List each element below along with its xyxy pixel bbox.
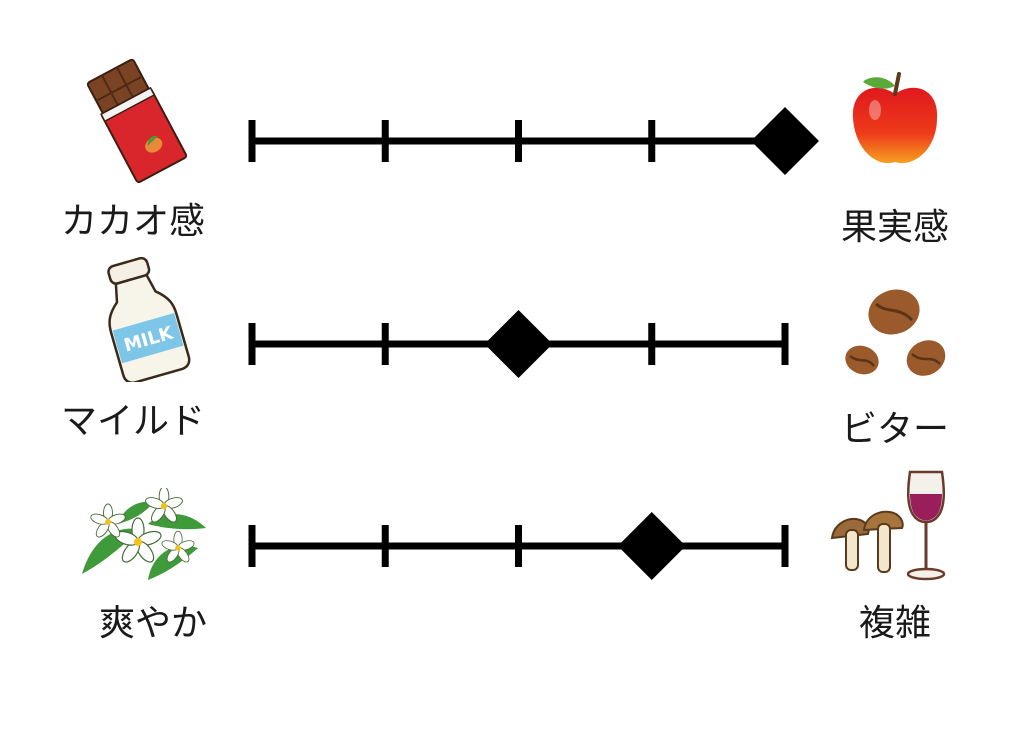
left-label-1: カカオ感 bbox=[60, 201, 205, 242]
right-label-1: 果実感 bbox=[840, 207, 949, 248]
mushrooms-and-wine-icon bbox=[830, 470, 946, 581]
coffee-beans-icon bbox=[845, 289, 946, 376]
chocolate-bar-icon bbox=[86, 58, 188, 183]
scale-marker-diamond bbox=[617, 512, 686, 580]
right-label-3: 複雑 bbox=[858, 603, 931, 644]
white-flowers-icon bbox=[82, 488, 206, 580]
scale-row-1 bbox=[248, 107, 819, 175]
scale-marker-diamond bbox=[751, 107, 819, 175]
scale-marker-diamond bbox=[484, 310, 553, 378]
milk-bottle-icon: MILK bbox=[107, 256, 191, 382]
right-label-2: ビター bbox=[840, 409, 949, 450]
apple-icon bbox=[852, 72, 938, 164]
left-label-3: 爽やか bbox=[98, 603, 207, 644]
scale-row-3 bbox=[248, 512, 789, 580]
left-label-2: マイルド bbox=[60, 401, 205, 442]
scale-row-2 bbox=[248, 310, 789, 378]
